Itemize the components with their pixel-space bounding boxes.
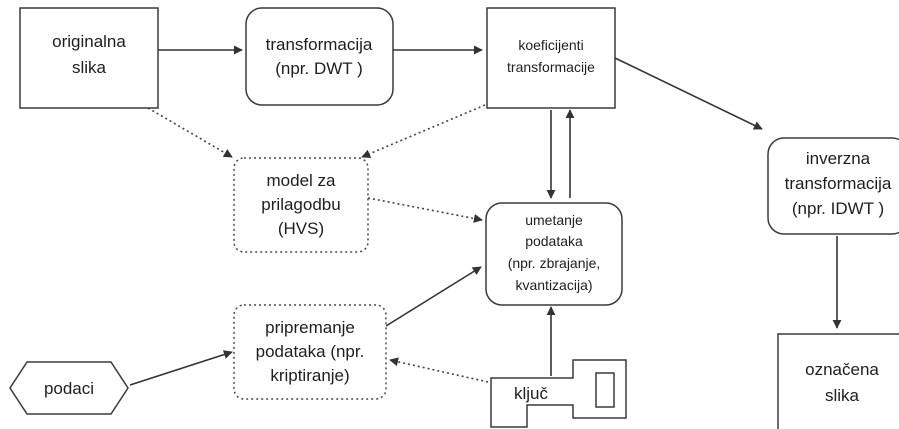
hvs-model-line1: model za — [267, 171, 337, 190]
coefficients-line1: koeficijenti — [518, 37, 583, 53]
node-coefficients: koeficijenti transformacije — [486, 7, 616, 109]
key-bow-slot — [595, 372, 615, 408]
node-data-input: podaci — [9, 361, 129, 415]
node-inverse-transform: inverzna transformacija (npr. IDWT ) — [767, 137, 899, 235]
data-insertion-line3: (npr. zbrajanje, — [508, 255, 601, 271]
node-marked-image: označena slika — [777, 333, 899, 429]
dotted-key-to-preparation — [389, 357, 489, 383]
hvs-model-line3: (HVS) — [278, 219, 324, 238]
key-shape — [490, 359, 627, 428]
data-preparation-line3: kriptiranje) — [270, 366, 349, 385]
node-key: ključ — [490, 359, 627, 428]
transform-line2: (npr. DWT ) — [275, 59, 363, 78]
data-insertion-line2: podataka — [525, 233, 583, 249]
arrow-data-to-preparation — [129, 350, 233, 386]
inverse-transform-line2: transformacija — [785, 174, 892, 193]
node-data-preparation: pripremanje podataka (npr. kriptiranje) — [233, 304, 387, 400]
data-insertion-line4: kvantizacija) — [515, 277, 592, 293]
data-input-label: podaci — [44, 379, 94, 398]
marked-image-line1: označena — [805, 360, 879, 379]
node-transform: transformacija (npr. DWT ) — [245, 7, 394, 106]
data-preparation-line1: pripremanje — [265, 318, 355, 337]
key-label: ključ — [514, 384, 549, 403]
marked-image-line2: slika — [825, 386, 860, 405]
inverse-transform-line1: inverzna — [806, 149, 871, 168]
inverse-transform-line3: (npr. IDWT ) — [792, 199, 884, 218]
original-image-line2: slika — [72, 58, 107, 77]
node-original-image: originalna slika — [19, 7, 159, 109]
connectors — [129, 45, 842, 386]
arrow-preparation-to-insertion — [385, 266, 482, 327]
data-preparation-line2: podataka (npr. — [256, 342, 365, 361]
dotted-original-to-hvs — [147, 107, 233, 158]
hvs-model-line2: prilagodbu — [261, 195, 340, 214]
coefficients-line2: transformacije — [507, 59, 595, 75]
dotted-hvs-to-insertion — [367, 197, 483, 223]
transform-line1: transformacija — [266, 35, 373, 54]
data-insertion-line1: umetanje — [525, 212, 583, 228]
node-data-insertion: umetanje podataka (npr. zbrajanje, kvant… — [485, 202, 623, 306]
original-image-line1: originalna — [52, 32, 126, 51]
dotted-coefficients-to-hvs — [361, 104, 486, 158]
node-hvs-model: model za prilagodbu (HVS) — [233, 157, 369, 253]
arrow-coefficients-to-inverse — [614, 57, 763, 130]
